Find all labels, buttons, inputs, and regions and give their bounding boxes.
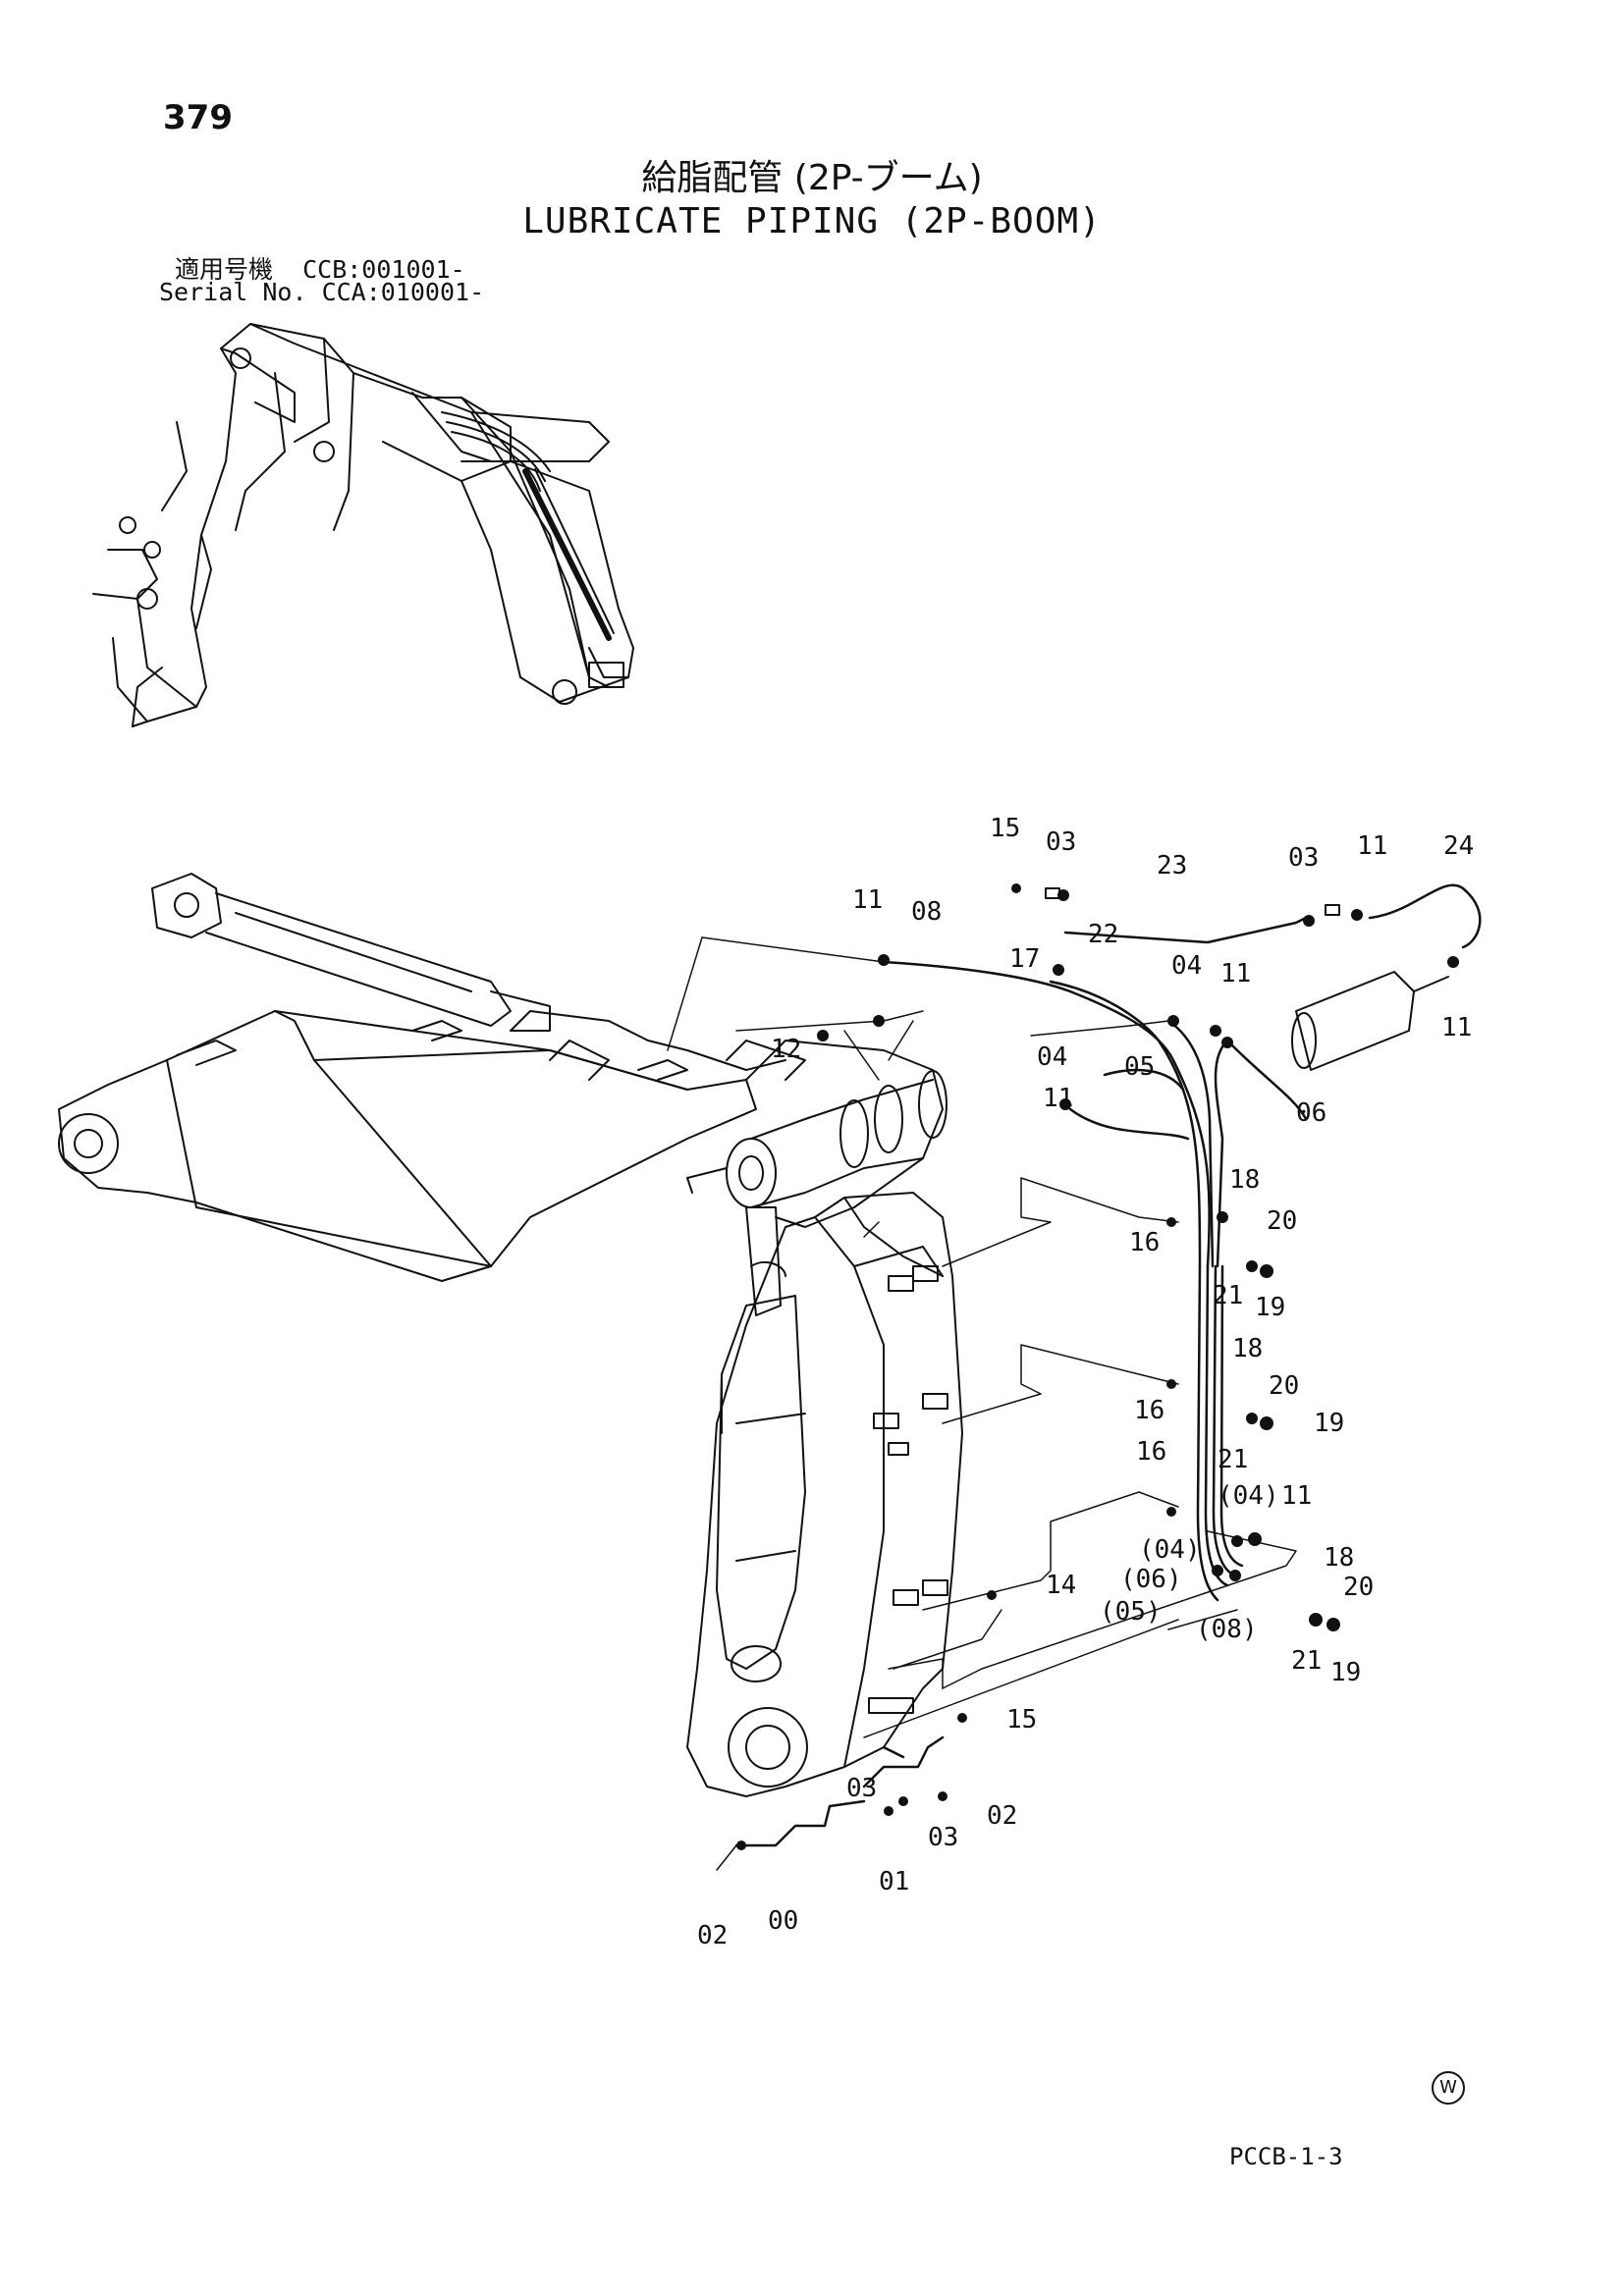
- callout-18-first: 18: [1229, 1165, 1260, 1195]
- callout-24: 24: [1443, 831, 1474, 861]
- callout-labels: 15 03 23 03 11 24 11 08 22 17 04 11 11 1…: [697, 814, 1474, 1950]
- callout-05: 05: [1124, 1052, 1155, 1082]
- callout-12: 12: [771, 1035, 801, 1064]
- callout-23: 23: [1157, 851, 1187, 881]
- callout-04-top: 04: [1171, 951, 1202, 981]
- document-code: PCCB-1-3: [1229, 2143, 1343, 2170]
- fittings: [736, 883, 1459, 1850]
- callout-05-paren: (05): [1100, 1597, 1162, 1627]
- callout-21-first: 21: [1213, 1281, 1243, 1310]
- callout-03-top-left: 03: [1046, 828, 1076, 857]
- callout-15-top: 15: [990, 814, 1020, 843]
- callout-21-second: 21: [1218, 1445, 1248, 1474]
- page-number: 379: [163, 98, 233, 137]
- callout-01: 01: [879, 1867, 909, 1896]
- callout-19-second: 19: [1314, 1409, 1344, 1438]
- callout-08-paren: (08): [1196, 1615, 1258, 1644]
- leader-lines: [667, 936, 1297, 1871]
- callout-18-third: 18: [1324, 1543, 1354, 1573]
- title-japanese: 給脂配管 (2P-ブーム): [641, 158, 983, 198]
- callout-20-first: 20: [1267, 1206, 1297, 1236]
- callout-02-left: 02: [697, 1921, 728, 1950]
- callout-17: 17: [1009, 944, 1040, 974]
- callout-08: 08: [911, 897, 942, 927]
- callout-02-right: 02: [987, 1801, 1017, 1831]
- callout-04-paren-lower: (04): [1139, 1535, 1201, 1565]
- main-boom-drawing: [58, 873, 1449, 1797]
- callout-11-middle: 11: [1220, 959, 1251, 988]
- callout-03-bottom-left: 03: [846, 1774, 877, 1803]
- callout-21-third: 21: [1291, 1646, 1322, 1676]
- callout-18-second: 18: [1232, 1334, 1263, 1363]
- callout-06-paren: (06): [1120, 1565, 1182, 1594]
- title-english: LUBRICATE PIPING (2P-BOOM): [522, 201, 1102, 241]
- callout-00: 00: [768, 1906, 798, 1936]
- callout-04-middle: 04: [1037, 1042, 1067, 1072]
- overview-excavator-sketch: [92, 323, 634, 727]
- callout-04-paren-upper: (04): [1218, 1481, 1279, 1511]
- serial-number-english: Serial No. CCA:010001-: [159, 278, 485, 306]
- callout-03-top-right: 03: [1288, 843, 1319, 873]
- grease-hoses: [734, 883, 1482, 1847]
- callout-11-bottom: 11: [1281, 1481, 1312, 1511]
- callout-15-bottom: 15: [1006, 1705, 1037, 1735]
- callout-11-left: 11: [852, 885, 883, 915]
- callout-19-first: 19: [1255, 1293, 1285, 1322]
- w-mark-symbol: W: [1432, 2071, 1465, 2105]
- callout-06: 06: [1296, 1098, 1326, 1128]
- serial-applicable-japanese: 適用号機 CCB:001001-: [175, 255, 465, 284]
- callout-14: 14: [1046, 1571, 1076, 1600]
- callout-16-second: 16: [1134, 1396, 1164, 1425]
- callout-22: 22: [1088, 920, 1118, 949]
- callout-20-second: 20: [1269, 1371, 1299, 1401]
- callout-19-third: 19: [1330, 1658, 1361, 1687]
- callout-16-first: 16: [1129, 1228, 1160, 1257]
- callout-11-top-right: 11: [1357, 831, 1387, 861]
- callout-11-lower: 11: [1043, 1084, 1073, 1113]
- callout-03-bottom-right: 03: [928, 1823, 958, 1852]
- callout-20-third: 20: [1343, 1573, 1374, 1602]
- callout-11-far-right: 11: [1441, 1013, 1472, 1042]
- callout-16-third: 16: [1136, 1437, 1166, 1467]
